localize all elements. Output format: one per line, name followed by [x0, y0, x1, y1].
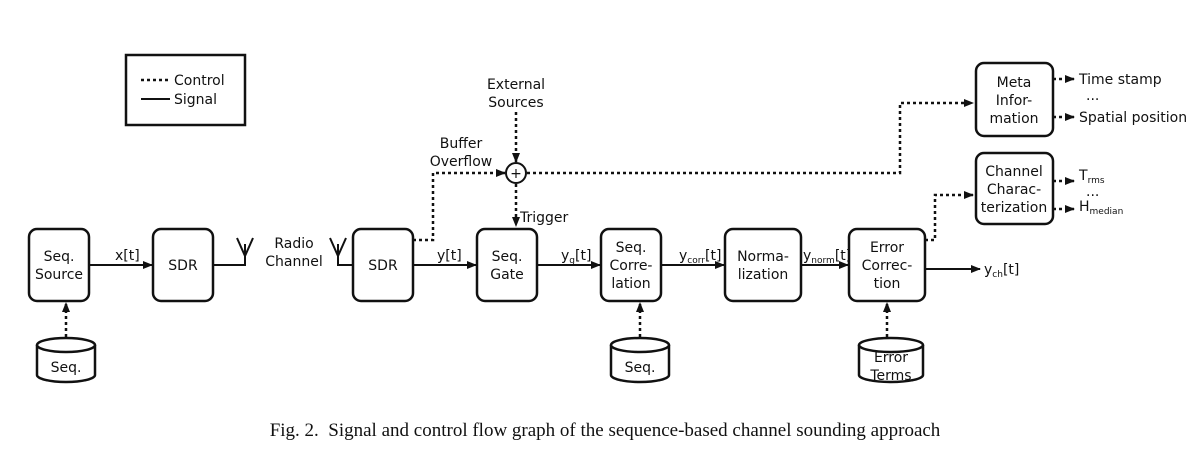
output-spatial-position: Spatial position	[1079, 110, 1187, 126]
antenna-tx-icon	[213, 237, 254, 266]
control-lines	[62, 75, 1075, 337]
database-seq-2: Seq.	[609, 336, 671, 384]
control-to-channel-characterization	[925, 191, 974, 242]
block-seq-gate-label: Seq.Gate	[490, 249, 524, 283]
block-sdr-tx-label: SDR	[168, 258, 198, 274]
block-seq-gate: Seq.Gate	[475, 227, 539, 303]
block-normalization-label: Norma-lization	[737, 249, 789, 283]
antenna-rx-icon	[329, 237, 353, 266]
block-sdr-rx-label: SDR	[368, 258, 398, 274]
signal-lines	[89, 261, 981, 273]
signal-label-ycorr: ycorr[t]	[679, 248, 721, 266]
legend-signal-label: Signal	[174, 92, 217, 108]
block-seq-correlation-label: Seq.Corre-lation	[610, 240, 653, 292]
block-normalization: Norma-lization	[723, 227, 803, 303]
database-seq-1-label: Seq.	[51, 360, 82, 376]
signal-label-y: y[t]	[437, 248, 462, 264]
block-seq-correlation: Seq.Corre-lation	[599, 227, 663, 303]
control-buffer-overflow	[413, 169, 506, 242]
output-time-stamp: Time stamp	[1078, 72, 1162, 88]
trigger-label: Trigger	[519, 210, 569, 226]
legend: Control Signal	[124, 53, 247, 127]
legend-control-label: Control	[174, 73, 225, 89]
output-trms: Trms	[1078, 168, 1105, 186]
signal-label-x: x[t]	[115, 248, 140, 264]
block-sdr-tx: SDR	[151, 227, 215, 303]
output-char-ellipsis: ...	[1086, 184, 1099, 200]
summation-symbol: +	[510, 166, 522, 182]
block-sdr-rx: SDR	[351, 227, 415, 303]
database-seq-2-label: Seq.	[625, 360, 656, 376]
signal-label-ych: ych[t]	[984, 262, 1019, 280]
signal-label-ynorm: ynorm[t]	[803, 248, 851, 266]
control-to-meta-information	[527, 99, 974, 175]
signal-label-yg: yg[t]	[561, 248, 591, 266]
block-seq-source-label: Seq.Source	[35, 249, 83, 283]
database-seq-1: Seq.	[35, 336, 97, 384]
block-seq-source: Seq.Source	[27, 227, 91, 303]
figure-caption: Fig. 2. Signal and control flow graph of…	[270, 420, 941, 441]
summation-node: +	[505, 162, 527, 184]
output-meta-ellipsis: ...	[1086, 88, 1099, 104]
output-hmedian: Hmedian	[1079, 199, 1123, 217]
